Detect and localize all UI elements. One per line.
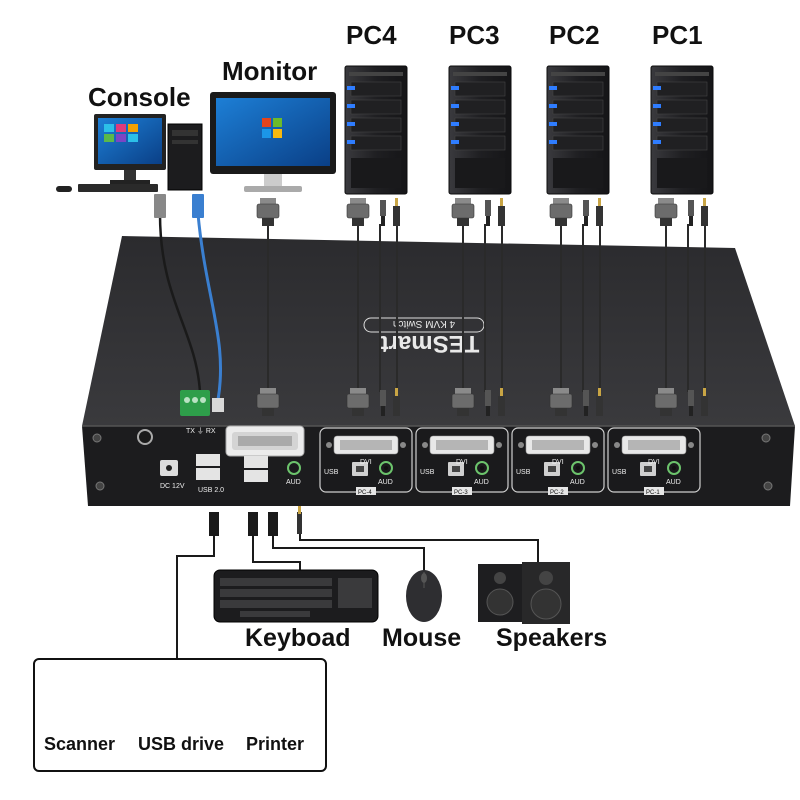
keyboard-label: Keyboad (245, 624, 351, 652)
pc2-tower (546, 65, 610, 195)
pc4-dvi-label: DVI (360, 459, 372, 466)
port-label-pc3: PC-3 (454, 490, 468, 496)
pc3-dvi-label: DVI (456, 459, 468, 466)
usb-devices-box (33, 658, 327, 772)
scanner-label: Scanner (44, 734, 116, 754)
rs232-terminal (180, 390, 224, 416)
pc1-dvi-label: DVI (648, 459, 660, 466)
port-label-pc4: PC-4 (358, 490, 372, 496)
pc2-aud-label: AUD (570, 479, 585, 486)
pc3-aud-label: AUD (474, 479, 489, 486)
console-computer (56, 114, 203, 192)
pc4-label: PC4 (346, 20, 397, 50)
pc2-usb-label: USB (516, 469, 531, 476)
monitor-label: Monitor (222, 56, 318, 86)
pc2-dvi-label: DVI (552, 459, 564, 466)
port-label-pc1: PC-1 (646, 490, 660, 496)
usb-drive-label: USB drive (138, 734, 225, 754)
mouse-icon (406, 570, 442, 622)
peripheral-cables (176, 506, 539, 658)
console-label: Console (88, 82, 191, 112)
monitor-screen (210, 92, 336, 192)
keyboard-icon (213, 569, 379, 623)
pc3-label: PC3 (449, 20, 500, 50)
pc1-tower (650, 65, 714, 195)
pc4-aud-label: AUD (378, 479, 393, 486)
dc-label: DC 12V (160, 483, 185, 490)
speaker-icon (478, 562, 570, 624)
pc-cables (267, 224, 706, 392)
console-aud-label: AUD (286, 479, 301, 486)
pc1-aud-label: AUD (666, 479, 681, 486)
pc3-usb-label: USB (420, 469, 435, 476)
model-text: 4 KVM Switch (393, 318, 455, 329)
pc4-tower (344, 65, 408, 195)
console-port-group: USB 2.0 AUD (196, 425, 305, 494)
port-label-pc2: PC-2 (550, 490, 564, 496)
speakers-label: Speakers (496, 624, 608, 652)
pc3-tower (448, 65, 512, 195)
pc1-usb-label: USB (612, 469, 627, 476)
pc2-label: PC2 (549, 20, 600, 50)
rs232-label: TX ⏚ RX (186, 427, 216, 435)
pc4-usb-label: USB (324, 469, 339, 476)
mouse-label: Mouse (382, 624, 462, 652)
brand-text: TESmart (381, 330, 480, 357)
usb20-label: USB 2.0 (198, 487, 224, 494)
pc1-label: PC1 (652, 20, 703, 50)
printer-label: Printer (246, 734, 305, 754)
